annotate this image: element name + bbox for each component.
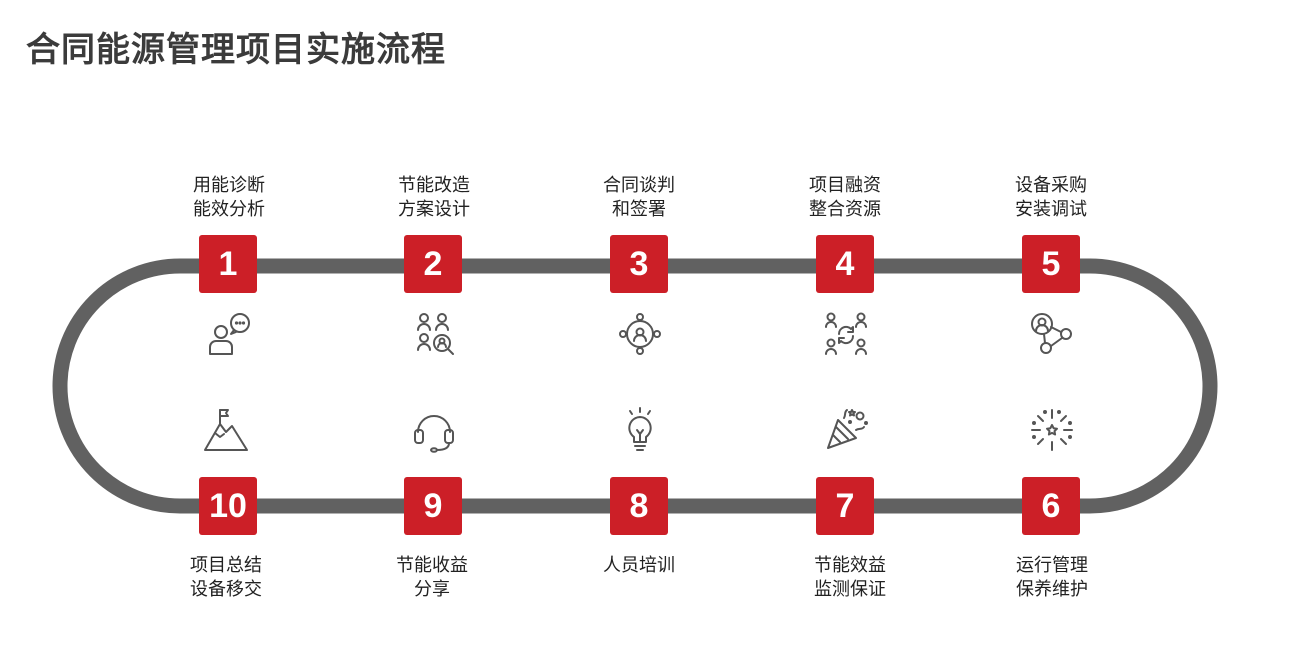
step-4-label: 项目融资整合资源 — [809, 175, 881, 220]
step-10-label: 项目总结设备移交 — [190, 555, 262, 600]
step-6-label: 运行管理保养维护 — [1016, 555, 1088, 600]
consultation-icon — [204, 310, 252, 358]
step-9-badge: 9 — [404, 477, 462, 535]
network-meeting-icon — [616, 310, 664, 358]
step-5-label: 设备采购安装调试 — [1015, 175, 1087, 220]
connected-user-icon — [1028, 310, 1076, 358]
step-2-badge: 2 — [404, 235, 462, 293]
step-3-label: 合同谈判和签署 — [603, 175, 675, 220]
step-3-badge: 3 — [610, 235, 668, 293]
step-2-label: 节能改造方案设计 — [398, 175, 470, 220]
party-popper-icon — [822, 406, 870, 454]
step-5-badge: 5 — [1022, 235, 1080, 293]
team-cycle-icon — [822, 310, 870, 358]
fireworks-icon — [1028, 406, 1076, 454]
team-search-icon — [410, 310, 458, 358]
step-4-badge: 4 — [816, 235, 874, 293]
step-10-badge: 10 — [199, 477, 257, 535]
page-title: 合同能源管理项目实施流程 — [26, 30, 446, 70]
step-7-badge: 7 — [816, 477, 874, 535]
step-1-label: 用能诊断能效分析 — [193, 175, 265, 220]
step-8-badge: 8 — [610, 477, 668, 535]
step-1-badge: 1 — [199, 235, 257, 293]
step-8-label: 人员培训 — [603, 555, 675, 576]
step-6-badge: 6 — [1022, 477, 1080, 535]
step-7-label: 节能效益监测保证 — [814, 555, 886, 600]
step-9-label: 节能收益分享 — [396, 555, 468, 600]
headset-icon — [410, 406, 458, 454]
mountain-flag-icon — [202, 406, 250, 454]
lightbulb-icon — [616, 406, 664, 454]
